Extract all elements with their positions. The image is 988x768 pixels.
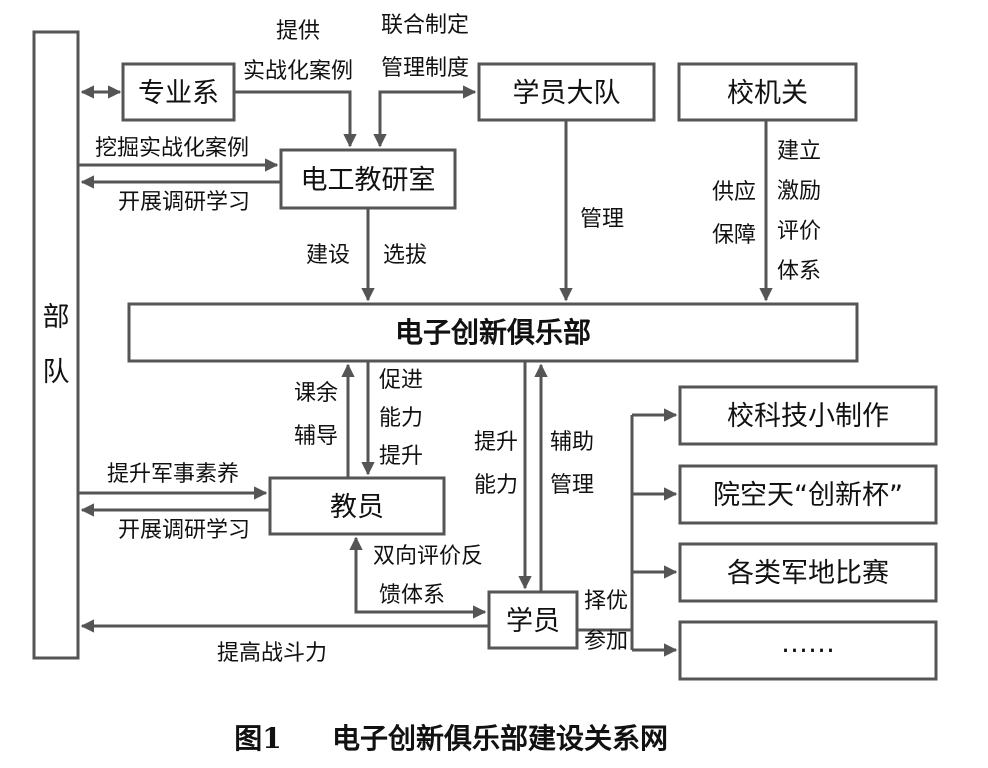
label-fuzhu-2: 管理 [550, 473, 594, 498]
label-shuangxiang-1: 双向评价反 [373, 544, 483, 569]
label-shuangxiang-2: 馈体系 [379, 583, 445, 608]
label-tisheng-junshi: 提升军事素养 [107, 462, 239, 487]
label-kehyu-1: 课余 [294, 381, 338, 406]
label-jianshe: 建设 [306, 243, 350, 268]
label-jianli-2: 激励 [777, 179, 821, 204]
label-jianli-4: 体系 [777, 259, 821, 284]
node-xiaokeji-text: 校科技小制作 [727, 401, 889, 432]
label-wajue: 挖掘实战化案例 [95, 136, 249, 161]
arrow-diangong-xueyuandadui [373, 85, 477, 148]
caption-title: 电子创新俱乐部建设关系网 [332, 722, 668, 755]
label-xuanba: 选拔 [383, 243, 427, 268]
label-cujin-3: 提升 [379, 444, 423, 469]
node-budui: 部 队 [32, 30, 80, 660]
arrow-zhuanyexi-diangong [234, 90, 357, 148]
node-xueyuan-text: 学员 [506, 606, 560, 637]
node-zhuanyexi-text: 专业系 [138, 78, 219, 109]
node-xueyuan: 学员 [487, 590, 579, 650]
node-club: 电子创新俱乐部 [127, 302, 859, 363]
label-kaizhan-2: 开展调研学习 [118, 518, 250, 543]
label-zeyou-1: 择优 [584, 589, 628, 614]
node-diangong-text: 电工教研室 [301, 165, 436, 196]
label-lianhe-1: 联合制定 [381, 13, 469, 38]
node-budui-text-1: 部 [43, 302, 70, 333]
label-cujin-2: 能力 [379, 406, 423, 431]
label-tisheng-nengli-1: 提升 [474, 430, 518, 455]
node-budui-text-2: 队 [43, 357, 70, 388]
label-tigao: 提高战斗力 [217, 641, 327, 666]
label-tigong-1: 提供 [276, 19, 320, 44]
label-tisheng-nengli-2: 能力 [474, 473, 518, 498]
label-jianli-1: 建立 [777, 139, 821, 164]
label-kehyu-2: 辅导 [294, 424, 338, 449]
node-diangong: 电工教研室 [279, 148, 457, 210]
arrow-jiaoyuan-xueyuan [349, 536, 487, 619]
node-xiaojiguan: 校机关 [677, 62, 858, 122]
label-kaizhan-1: 开展调研学习 [118, 190, 250, 215]
node-yuankongtian-text: 院空天“创新杯” [713, 480, 903, 511]
node-jiaoyuan: 教员 [268, 476, 446, 536]
label-cujin-1: 促进 [379, 368, 423, 393]
label-gongying-1: 供应 [712, 180, 756, 205]
label-zeyou-2: 参加 [584, 629, 628, 654]
node-more-text: …… [781, 628, 835, 659]
node-zhuanyexi: 专业系 [121, 62, 236, 122]
node-gelei: 各类军地比赛 [678, 542, 938, 603]
label-guanli: 管理 [580, 207, 624, 232]
label-jianli-3: 评价 [777, 219, 821, 244]
node-gelei-text: 各类军地比赛 [727, 558, 889, 589]
node-jiaoyuan-text: 教员 [330, 492, 384, 523]
label-lianhe-2: 管理制度 [381, 56, 469, 81]
node-xiaokeji: 校科技小制作 [678, 385, 938, 446]
label-tigong-2: 实战化案例 [243, 59, 353, 84]
node-more: …… [678, 620, 938, 681]
node-xueyuandadui-text: 学员大队 [513, 78, 621, 109]
node-xiaojiguan-text: 校机关 [727, 78, 808, 109]
node-yuankongtian: 院空天“创新杯” [678, 464, 938, 525]
node-club-text: 电子创新俱乐部 [395, 316, 591, 349]
node-xueyuandadui: 学员大队 [477, 62, 656, 122]
label-fuzhu-1: 辅助 [550, 430, 594, 455]
label-gongying-2: 保障 [712, 223, 756, 248]
caption-fig-number: 图1 [234, 722, 281, 755]
